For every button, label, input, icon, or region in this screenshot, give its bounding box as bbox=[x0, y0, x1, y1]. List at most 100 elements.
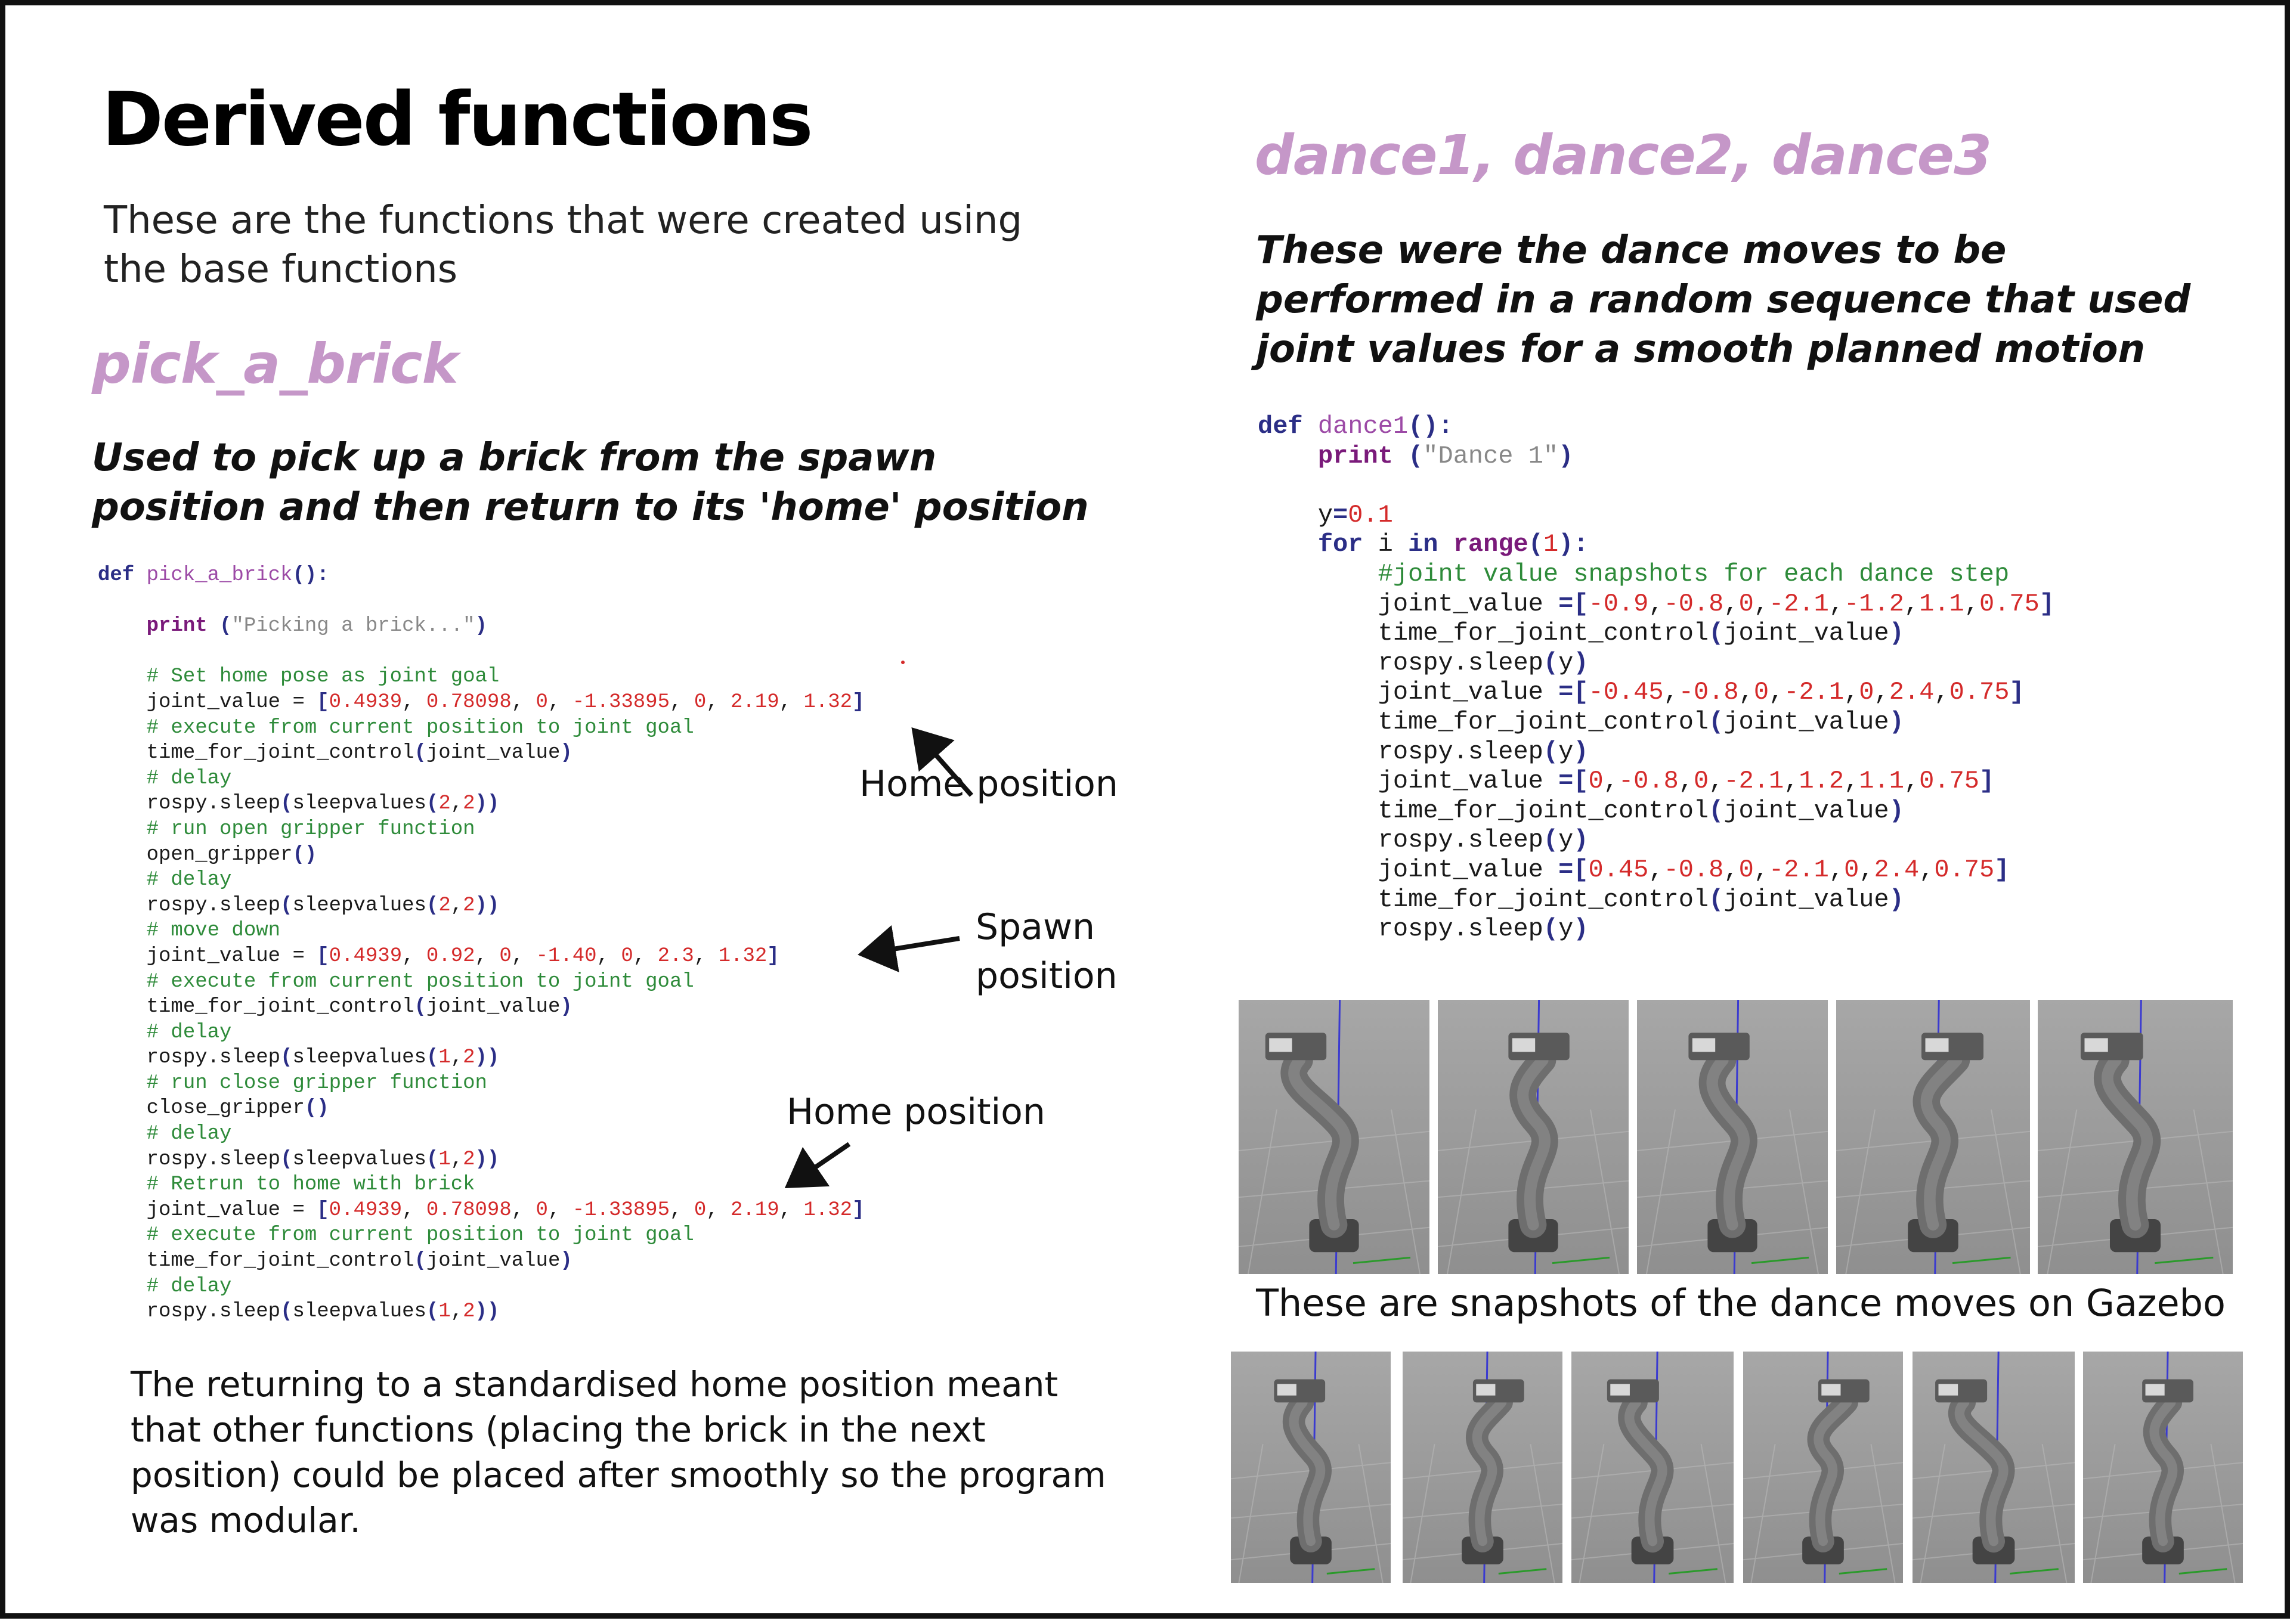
code-token: 0.4939 bbox=[329, 944, 403, 968]
annotation-spawn-line1: Spawn bbox=[976, 906, 1096, 948]
snapshots-caption: These are snapshots of the dance moves o… bbox=[1256, 1281, 2226, 1325]
code-token: )) bbox=[475, 1300, 500, 1324]
code-token: , bbox=[694, 944, 719, 968]
code-token: time_for_joint_control bbox=[98, 1250, 414, 1273]
code-token: joint_value = bbox=[98, 690, 317, 714]
pick-a-brick-heading: pick_a_brick bbox=[92, 332, 459, 396]
code-token: # delay bbox=[98, 1021, 232, 1044]
code-token: #joint value snapshots for each dance st… bbox=[1258, 559, 2010, 588]
code-line: time_for_joint_control(joint_value) bbox=[98, 994, 865, 1020]
code-token: , bbox=[1723, 589, 1739, 618]
code-token: ( bbox=[426, 1148, 439, 1171]
code-line: joint_value =[0,-0.8,0,-2.1,1.2,1.1,0.75… bbox=[1258, 767, 2054, 796]
code-token: time_for_joint_control bbox=[1258, 885, 1709, 914]
code-token: ( bbox=[1528, 530, 1543, 559]
code-token: , bbox=[1874, 678, 1889, 707]
code-token: , bbox=[511, 1198, 536, 1222]
code-line: # execute from current position to joint… bbox=[98, 969, 865, 995]
robot-arm-snapshot-icon bbox=[1743, 1352, 1903, 1583]
code-token: , bbox=[1828, 855, 1845, 884]
modularity-note: The returning to a standardised home pos… bbox=[131, 1364, 1106, 1541]
code-token: time_for_joint_control bbox=[98, 996, 414, 1019]
code-token: joint_value bbox=[1723, 796, 1889, 825]
code-token: , bbox=[547, 690, 572, 714]
code-token: 0 bbox=[1694, 767, 1709, 796]
code-line: time_for_joint_control(joint_value) bbox=[1258, 619, 2054, 649]
code-token: 1.32 bbox=[803, 1198, 853, 1222]
code-token: , bbox=[1663, 678, 1679, 707]
code-line: rospy.sleep(y) bbox=[1258, 737, 2054, 767]
code-token: # run open gripper function bbox=[98, 817, 475, 841]
code-token: in bbox=[1408, 530, 1453, 559]
code-token: ) bbox=[1889, 707, 1904, 736]
code-token: ( bbox=[1709, 885, 1724, 914]
code-token: print bbox=[1317, 441, 1409, 470]
robot-arm-snapshot-icon bbox=[1913, 1352, 2075, 1583]
code-token: time_for_joint_control bbox=[1258, 796, 1709, 825]
code-token: 0.75 bbox=[1919, 767, 1979, 796]
code-token: , bbox=[450, 1046, 463, 1070]
code-token: y bbox=[1558, 826, 1574, 855]
code-token: joint_value bbox=[1723, 707, 1889, 736]
code-token: 0 bbox=[1588, 767, 1604, 796]
robot-arm-snapshot-icon bbox=[1231, 1352, 1391, 1583]
code-token: sleepvalues bbox=[292, 1300, 426, 1324]
code-token: sleepvalues bbox=[292, 1148, 426, 1171]
code-token: , bbox=[1934, 678, 1949, 707]
code-token: ): bbox=[1558, 530, 1589, 559]
code-token: ) bbox=[1573, 915, 1589, 944]
code-token: joint_value bbox=[1258, 678, 1559, 707]
code-token: ( bbox=[414, 1250, 426, 1273]
code-token: 0 bbox=[1844, 855, 1859, 884]
code-token: -1.2 bbox=[1844, 589, 1904, 618]
code-token: y bbox=[1558, 648, 1574, 677]
code-token: rospy.sleep bbox=[98, 1046, 281, 1070]
arrow-spawn bbox=[858, 925, 960, 972]
code-token: rospy.sleep bbox=[1258, 737, 1543, 766]
code-token: ) bbox=[560, 742, 572, 765]
code-token: rospy.sleep bbox=[98, 894, 281, 917]
code-line: time_for_joint_control(joint_value) bbox=[1258, 708, 2054, 737]
code-token: for bbox=[1317, 530, 1378, 559]
code-line: time_for_joint_control(joint_value) bbox=[98, 740, 865, 766]
code-token: =[ bbox=[1558, 678, 1589, 707]
code-token: ( bbox=[280, 894, 293, 917]
code-token: ( bbox=[426, 1046, 439, 1070]
code-token: , bbox=[1723, 855, 1739, 884]
code-line: time_for_joint_control(joint_value) bbox=[98, 1248, 865, 1274]
code-line: rospy.sleep(sleepvalues(2,2)) bbox=[98, 893, 865, 919]
code-token: , bbox=[1964, 589, 1979, 618]
code-line: rospy.sleep(sleepvalues(1,2)) bbox=[98, 1299, 865, 1325]
code-token: ] bbox=[767, 944, 779, 968]
code-token: 0 bbox=[1738, 855, 1754, 884]
code-token: 1 bbox=[438, 1148, 451, 1171]
code-token: pick_a_brick bbox=[146, 564, 293, 587]
code-line: joint_value =[0.45,-0.8,0,-2.1,0,2.4,0.7… bbox=[1258, 856, 2054, 885]
code-token: -0.8 bbox=[1678, 678, 1739, 707]
code-token: ( bbox=[1543, 915, 1559, 944]
code-line: time_for_joint_control(joint_value) bbox=[1258, 885, 2054, 915]
code-token: ) bbox=[1573, 648, 1589, 677]
code-token: 0 bbox=[1753, 678, 1769, 707]
code-token: , bbox=[670, 1198, 694, 1222]
code-token: joint_value = bbox=[98, 1198, 317, 1222]
code-token: close_gripper bbox=[98, 1097, 305, 1120]
code-token: (): bbox=[292, 564, 329, 587]
code-token: ( bbox=[219, 615, 232, 638]
code-token: # execute from current position to joint… bbox=[98, 970, 694, 993]
code-token: 0.75 bbox=[1949, 678, 2010, 707]
code-line: # delay bbox=[98, 766, 865, 792]
code-token: 2.19 bbox=[731, 1198, 779, 1222]
annotation-home-position-1: Home position bbox=[859, 763, 1118, 805]
code-token: ( bbox=[426, 1300, 439, 1324]
dance-description: These were the dance moves to be perform… bbox=[1256, 228, 2191, 371]
code-token: ) bbox=[560, 1250, 572, 1273]
code-token: 2 bbox=[463, 792, 475, 816]
code-token: def bbox=[98, 564, 147, 587]
code-line: # Set home pose as joint goal bbox=[98, 664, 865, 690]
code-line: # execute from current position to joint… bbox=[98, 1223, 865, 1248]
code-token: 2.4 bbox=[1874, 855, 1920, 884]
code-token: , bbox=[1828, 589, 1845, 618]
code-token: , bbox=[779, 1198, 804, 1222]
code-token: , bbox=[633, 944, 658, 968]
